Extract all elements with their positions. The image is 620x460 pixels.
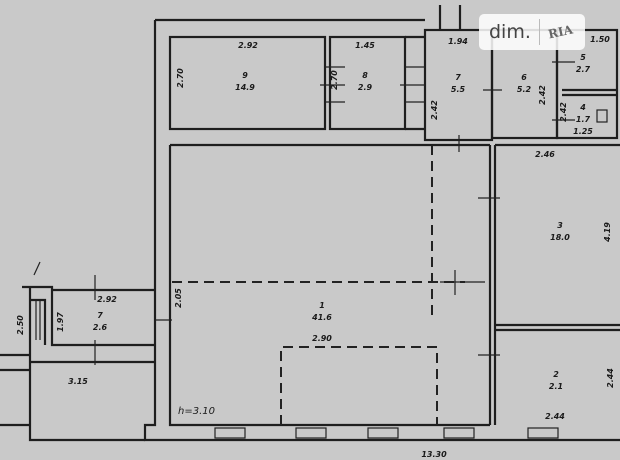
dim-label: 2.42	[538, 85, 547, 105]
dim-label: 2.42	[430, 100, 439, 120]
room-1-area: 41.6	[311, 313, 332, 322]
dim-label: 2.70	[330, 70, 339, 90]
room-7-num: 7	[455, 73, 461, 82]
watermark-dim: dim.	[489, 21, 531, 43]
dim-label: 2.70	[176, 68, 185, 88]
room-entry-area: 2.6	[93, 323, 108, 332]
dim-label: 2.46	[535, 150, 555, 159]
room-6-num: 6	[521, 73, 527, 82]
windows	[214, 427, 559, 439]
dim-label: 2.90	[312, 334, 332, 343]
dim-label: 2.92	[238, 41, 258, 50]
dimension-labels: 2.92 2.70 1.45 2.70 1.94 2.42 1.50 2.46 …	[16, 35, 615, 459]
room-6-area: 5.2	[517, 85, 532, 94]
room-5-area: 2.7	[576, 65, 591, 74]
dim-label: 2.42	[559, 102, 568, 122]
dim-label: 2.50	[16, 315, 25, 335]
dim-label: 2.44	[606, 368, 615, 388]
room-labels: 9 14.9 8 2.9 7 5.5 6 5.2 5 2.7 4 1.7 3 1…	[93, 53, 591, 391]
dim-label: 1.45	[355, 41, 375, 50]
watermark-divider	[538, 19, 540, 45]
room-entry-num: 7	[97, 311, 103, 320]
room-9-area: 14.9	[235, 83, 255, 92]
dim-label: 1.25	[573, 127, 593, 136]
dim-label: 2.44	[545, 412, 565, 421]
room-2-area: 2.1	[549, 382, 563, 391]
room-8-num: 8	[362, 71, 368, 80]
outer-walls	[0, 18, 620, 442]
dim-label: 3.15	[68, 377, 88, 386]
main-hall	[94, 135, 620, 427]
room-1-num: 1	[319, 301, 325, 310]
room-2-num: 2	[553, 370, 559, 379]
dim-label: 1.50	[590, 35, 610, 44]
upper-rooms	[168, 5, 619, 142]
dim-label: 2.05	[174, 288, 183, 308]
room-3-area: 18.0	[550, 233, 570, 242]
ceiling-height-label: h=3.10	[178, 406, 215, 417]
watermark-logo: dim. RIA	[479, 14, 585, 50]
dim-label: 1.94	[448, 37, 468, 46]
dim-label: 4.19	[603, 222, 612, 243]
room-5-num: 5	[580, 53, 586, 62]
room-9-num: 9	[242, 71, 248, 80]
room-4-area: 1.7	[576, 115, 591, 124]
room-4-num: 4	[579, 103, 586, 112]
watermark-ria: RIA	[546, 22, 574, 42]
room-3-num: 3	[557, 221, 563, 230]
dim-label: 1.97	[56, 312, 65, 332]
dim-label: 2.92	[97, 295, 117, 304]
dim-label: 13.30	[421, 450, 447, 459]
room-7-area: 5.5	[451, 85, 466, 94]
room-8-area: 2.9	[358, 83, 373, 92]
